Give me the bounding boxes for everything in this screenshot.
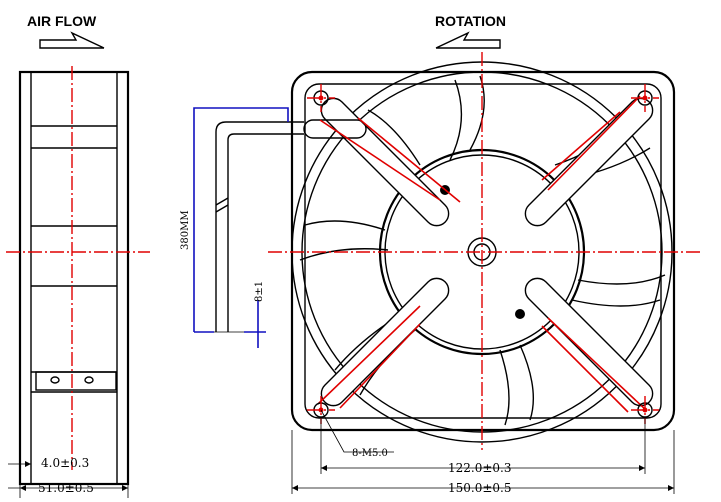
rotation-arrow-icon [435,31,501,49]
hole-pitch-dimension: 122.0±0.3 [448,461,512,475]
air-flow-arrow-icon [39,31,105,49]
frame-strut [320,97,654,407]
air-flow-label: AIR FLOW [27,13,97,29]
lead-strip-dimension-line [244,300,266,348]
front-view [268,52,700,450]
lead-length-dimension-line [193,107,289,333]
outer-size-dimension: 150.0±0.5 [448,481,512,495]
side-view [6,66,150,486]
lead-wire [210,121,304,333]
side-dimensions [8,458,129,498]
frame-flange-dimension: 4.0±0.3 [41,456,89,470]
rotation-label: ROTATION [435,13,506,29]
depth-dimension: 51.0±0.5 [38,481,94,495]
lead-strip-label: 8±1 [254,281,265,302]
front-dimensions [291,409,675,494]
lead-length-label: 380MM [180,210,191,250]
mounting-hole-label: 8-M5.0 [352,448,388,459]
label-hole-icon [50,376,94,384]
